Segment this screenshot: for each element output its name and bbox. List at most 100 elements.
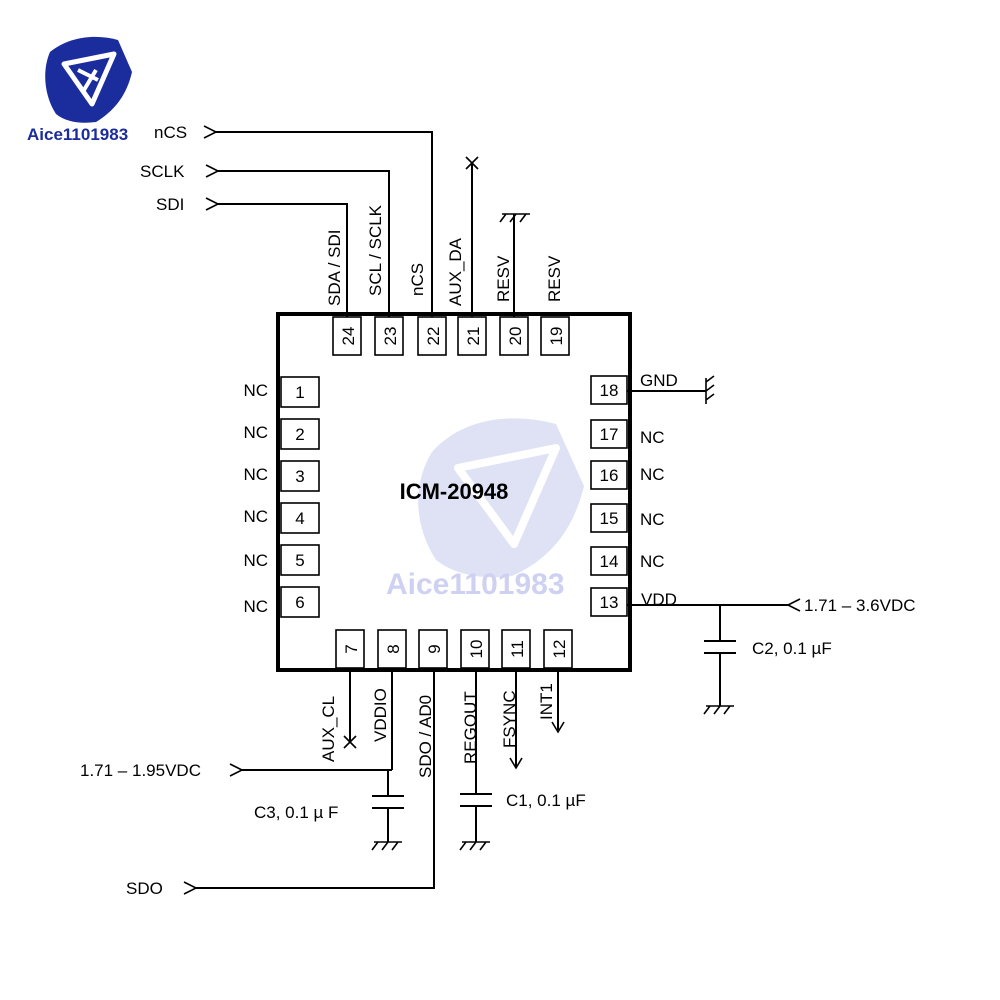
sclk-signal: SCLK bbox=[140, 162, 390, 317]
chip-body bbox=[276, 312, 632, 672]
pin-12: 12 INT1 bbox=[537, 629, 573, 720]
brand-watermark-text: Aice1101983 bbox=[386, 568, 565, 601]
pin-number: 3 bbox=[295, 467, 304, 486]
vdd-supply: 1.71 – 3.6VDC bbox=[627, 596, 916, 615]
pin-label: nCS bbox=[408, 263, 427, 296]
pin-number: 17 bbox=[600, 425, 619, 444]
c3-label: C3, 0.1 µ F bbox=[254, 803, 338, 822]
pin-number: 9 bbox=[425, 644, 444, 653]
brand-logo-text: Aice1101983 bbox=[27, 125, 128, 144]
vdd-supply-label: 1.71 – 3.6VDC bbox=[804, 596, 916, 615]
pin-7: 7 AUX_CL bbox=[319, 629, 365, 762]
pin-6: 6 NC bbox=[243, 586, 320, 618]
pin-label: NC bbox=[243, 507, 268, 526]
c1-capacitor: C1, 0.1 µF bbox=[459, 668, 586, 851]
brand-logo: Aice1101983 bbox=[27, 36, 133, 144]
pin-number: 22 bbox=[424, 327, 443, 346]
pin-number: 18 bbox=[600, 381, 619, 400]
pin-number: 4 bbox=[295, 509, 304, 528]
pin-number: 23 bbox=[381, 327, 400, 346]
pin-number: 15 bbox=[600, 509, 619, 528]
pin-label: VDDIO bbox=[371, 688, 390, 742]
gnd-pin-ground bbox=[627, 375, 715, 404]
sdi-signal-label: SDI bbox=[156, 195, 184, 214]
c1-label: C1, 0.1 µF bbox=[506, 791, 586, 810]
pin-label: SDO / AD0 bbox=[416, 695, 435, 778]
vddio-supply-label: 1.71 – 1.95VDC bbox=[80, 761, 201, 780]
c2-capacitor: C2, 0.1 µF bbox=[703, 605, 832, 715]
pin-23: 23 SCL / SCLK bbox=[366, 204, 404, 356]
aux-cl-no-connect bbox=[343, 668, 357, 749]
fsync-signal bbox=[509, 668, 523, 770]
pin-9: 9 SDO / AD0 bbox=[416, 629, 448, 778]
pin-label: SCL / SCLK bbox=[366, 204, 385, 296]
pin-label: NC bbox=[243, 465, 268, 484]
pin-21: 21 AUX_DA bbox=[446, 237, 487, 356]
pin-18: 18 GND bbox=[590, 371, 678, 405]
pin-11: 11 FSYNC bbox=[500, 629, 531, 748]
pin-number: 6 bbox=[295, 593, 304, 612]
brand-watermark: Aice1101983 bbox=[386, 418, 584, 601]
sdo-signal: SDO bbox=[126, 668, 435, 898]
pin-number: 7 bbox=[342, 644, 361, 653]
pin-label: GND bbox=[640, 371, 678, 390]
pin-3: 3 NC bbox=[243, 460, 320, 492]
pin-number: 19 bbox=[547, 327, 566, 346]
pin-number: 5 bbox=[295, 551, 304, 570]
pin-number: 20 bbox=[506, 327, 525, 346]
pin-label: NC bbox=[640, 510, 665, 529]
pin-4: 4 NC bbox=[243, 502, 320, 534]
int1-signal bbox=[551, 668, 565, 734]
ncs-signal-label: nCS bbox=[154, 123, 187, 142]
pin-20: 20 RESV bbox=[494, 255, 529, 356]
pin-label: AUX_CL bbox=[319, 696, 338, 762]
pin-5: 5 NC bbox=[243, 544, 320, 576]
pin-label: REGOUT bbox=[461, 691, 480, 764]
sdo-signal-label: SDO bbox=[126, 879, 163, 898]
c3-capacitor: C3, 0.1 µ F bbox=[254, 770, 404, 851]
pin-label: NC bbox=[640, 552, 665, 571]
pin-number: 16 bbox=[600, 466, 619, 485]
pin-number: 2 bbox=[295, 425, 304, 444]
pin-number: 21 bbox=[464, 327, 483, 346]
pin-14: 14 NC bbox=[590, 546, 665, 576]
pin-number: 24 bbox=[339, 327, 358, 346]
resv-ground bbox=[499, 213, 530, 317]
pin-number: 12 bbox=[550, 640, 569, 659]
pin-19: 19 RESV bbox=[540, 255, 570, 356]
chip-name: ICM-20948 bbox=[400, 479, 509, 504]
pin-label: AUX_DA bbox=[446, 237, 465, 306]
pin-label: NC bbox=[640, 465, 665, 484]
sdi-signal: SDI bbox=[156, 195, 348, 317]
pin-number: 14 bbox=[600, 552, 619, 571]
pin-label: NC bbox=[243, 381, 268, 400]
pin-1: 1 NC bbox=[243, 376, 320, 408]
pin-15: 15 NC bbox=[590, 503, 665, 533]
pin-number: 10 bbox=[467, 640, 486, 659]
pin-16: 16 NC bbox=[590, 460, 665, 490]
pin-label: NC bbox=[243, 423, 268, 442]
pin-number: 11 bbox=[508, 640, 527, 658]
pin-24: 24 SDA / SDI bbox=[325, 229, 362, 356]
ncs-signal: nCS bbox=[154, 123, 433, 317]
pin-number: 8 bbox=[384, 644, 403, 653]
pin-label: NC bbox=[243, 597, 268, 616]
vddio-supply: 1.71 – 1.95VDC bbox=[80, 668, 393, 780]
pin-label: VDD bbox=[641, 590, 677, 609]
pin-8: 8 VDDIO bbox=[371, 629, 407, 742]
pin-label: NC bbox=[640, 428, 665, 447]
pin-22: 22 nCS bbox=[408, 263, 447, 356]
pin-label: FSYNC bbox=[500, 690, 519, 748]
pin-number: 1 bbox=[295, 383, 304, 402]
pin-label: SDA / SDI bbox=[325, 229, 344, 306]
pin-label: INT1 bbox=[537, 683, 556, 720]
pin-label: NC bbox=[243, 551, 268, 570]
pin-17: 17 NC bbox=[590, 419, 665, 449]
pin-number: 13 bbox=[600, 593, 619, 612]
pin-13: 13 VDD bbox=[590, 587, 677, 617]
pin-label: RESV bbox=[494, 255, 513, 302]
pin-label: RESV bbox=[545, 255, 564, 302]
aux-da-no-connect bbox=[465, 156, 479, 317]
sclk-signal-label: SCLK bbox=[140, 162, 185, 181]
